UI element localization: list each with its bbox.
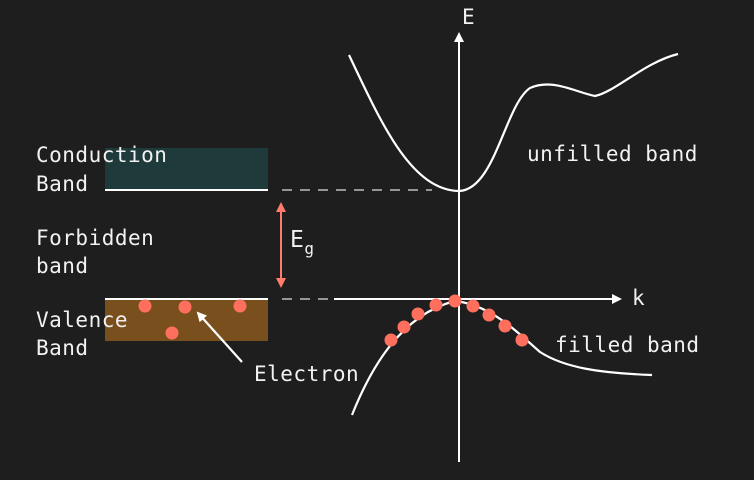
energy-axis-label: E <box>462 5 476 29</box>
electron-pointer-arrow <box>196 311 243 363</box>
valence-band-label-2: Band <box>36 336 89 360</box>
band-gap-label: Eg <box>290 226 315 258</box>
electron-dot <box>138 299 152 313</box>
conduction-band-label-1: Conduction <box>36 143 168 167</box>
electron-dot <box>515 333 529 347</box>
electron-dot <box>178 300 192 314</box>
forbidden-band-label-2: band <box>36 254 89 278</box>
filled-band-label: filled band <box>555 333 700 357</box>
unfilled-band-label: unfilled band <box>527 142 698 166</box>
electron-dot <box>397 320 411 334</box>
momentum-axis-label: k <box>632 286 646 310</box>
electron-dot <box>429 298 443 312</box>
band-gap-subscript: g <box>304 239 315 258</box>
electron-dot <box>498 319 512 333</box>
unfilled-band-curve <box>348 52 679 193</box>
electron-dot <box>384 333 398 347</box>
electron-dot <box>165 326 179 340</box>
electron-label: Electron <box>254 362 360 386</box>
conduction-band-label-2: Band <box>36 172 89 196</box>
electron-dot <box>448 294 462 308</box>
electron-dot <box>411 307 425 321</box>
conduction-band-block <box>105 148 268 190</box>
electron-dot <box>482 308 496 322</box>
valence-band-label-1: Valence <box>36 308 129 332</box>
electron-dot <box>233 299 247 313</box>
electron-dot <box>466 299 480 313</box>
forbidden-band-label-1: Forbidden <box>36 226 155 250</box>
band-gap-symbol: E <box>290 227 305 253</box>
